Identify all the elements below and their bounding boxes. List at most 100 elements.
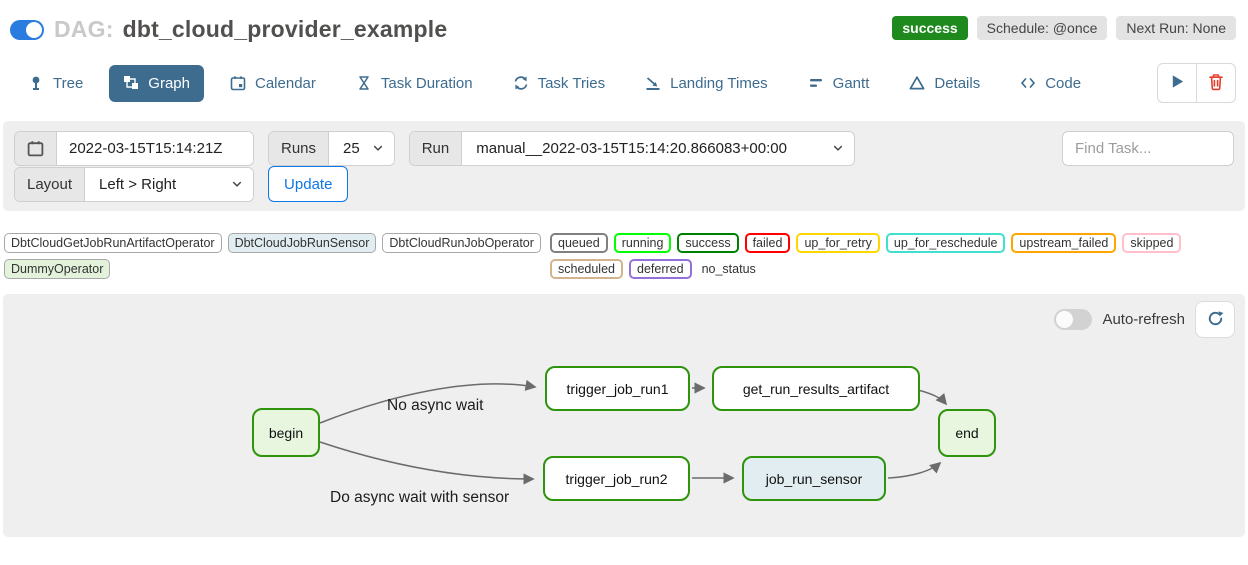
layout-group: Layout Left > Right: [14, 166, 255, 202]
update-button[interactable]: Update: [268, 166, 349, 202]
plane-landing-icon: [645, 75, 661, 91]
runs-selected-value: 25: [343, 139, 360, 157]
play-icon: [1170, 74, 1185, 92]
filter-row-2: Layout Left > Right Update: [14, 166, 1234, 202]
tab-label: Task Duration: [380, 74, 473, 92]
status-legend-item[interactable]: skipped: [1122, 233, 1182, 253]
code-icon: [1020, 75, 1036, 91]
next-run-badge: Next Run: None: [1116, 16, 1236, 40]
task-node-begin[interactable]: begin: [252, 408, 320, 457]
refresh-button[interactable]: [1195, 301, 1235, 338]
tab-task-duration[interactable]: Task Duration: [342, 65, 487, 102]
chevron-down-icon: [372, 142, 384, 154]
tree-icon: [28, 75, 44, 91]
filter-row-1: Runs 25 Run manual__2022-03-15T15:14:20.…: [14, 130, 1234, 166]
tab-gantt[interactable]: Gantt: [794, 65, 884, 102]
layout-select[interactable]: Left > Right: [85, 167, 254, 201]
tab-label: Landing Times: [670, 74, 768, 92]
dag-prefix: DAG:: [54, 16, 114, 42]
base-date-input[interactable]: [57, 131, 253, 165]
calendar-icon: [230, 75, 246, 91]
status-legend-item[interactable]: running: [613, 233, 672, 253]
find-task-input[interactable]: [1062, 130, 1234, 166]
status-legend-item[interactable]: success: [677, 233, 739, 253]
dag-edges: [319, 379, 948, 485]
run-group: Run manual__2022-03-15T15:14:20.866083+0…: [408, 130, 856, 166]
operator-badge: DummyOperator: [4, 259, 111, 279]
edge-label-do-async-wait: Do async wait with sensor: [330, 489, 510, 506]
toggle-knob: [26, 21, 42, 38]
layout-selected-value: Left > Right: [99, 175, 177, 193]
status-legend-item[interactable]: up_for_reschedule: [885, 233, 1006, 253]
tab-landing-times[interactable]: Landing Times: [631, 65, 782, 102]
view-tabs: Tree Graph Calendar Task Duration Task T…: [14, 64, 1095, 102]
task-node-trigger-job-run2[interactable]: trigger_job_run2: [543, 456, 690, 501]
layout-label: Layout: [15, 167, 86, 201]
operator-legend: DbtCloudGetJobRunArtifactOperator DbtClo…: [4, 233, 550, 279]
dag-header: DAG: dbt_cloud_provider_example success …: [0, 0, 1248, 43]
status-legend-item[interactable]: scheduled: [550, 259, 623, 279]
run-select[interactable]: manual__2022-03-15T15:14:20.866083+00:00: [462, 131, 855, 165]
calendar-icon[interactable]: [15, 131, 57, 165]
tab-label: Gantt: [832, 74, 870, 92]
repeat-icon: [513, 75, 529, 91]
view-tabs-bar: Tree Graph Calendar Task Duration Task T…: [0, 43, 1248, 103]
trigger-dag-button[interactable]: [1157, 63, 1197, 103]
tab-task-tries[interactable]: Task Tries: [499, 65, 620, 102]
status-badge[interactable]: success: [892, 16, 968, 40]
chevron-down-icon: [832, 142, 844, 154]
hourglass-icon: [356, 75, 372, 91]
tab-details[interactable]: Details: [895, 65, 994, 102]
tab-label: Calendar: [255, 74, 316, 92]
graph-controls: Auto-refresh: [1054, 301, 1235, 338]
graph-icon: [123, 75, 139, 91]
tab-code[interactable]: Code: [1006, 65, 1095, 102]
chevron-down-icon: [231, 178, 243, 190]
status-legend-item[interactable]: up_for_retry: [796, 233, 880, 253]
runs-select[interactable]: 25: [329, 131, 394, 165]
tab-label: Details: [934, 74, 981, 92]
base-date-group: [14, 130, 254, 166]
dag-action-buttons: [1157, 63, 1236, 103]
tab-graph[interactable]: Graph: [109, 64, 204, 102]
header-badges: success Schedule: @once Next Run: None: [892, 16, 1236, 40]
status-legend: queued running success failed up_for_ret…: [550, 233, 1244, 279]
tab-label: Graph: [148, 74, 190, 92]
delete-dag-button[interactable]: [1196, 63, 1236, 103]
runs-label: Runs: [269, 131, 330, 165]
edge-label-no-async-wait: No async wait: [387, 397, 484, 414]
tab-label: Code: [1045, 74, 1082, 92]
status-legend-item[interactable]: upstream_failed: [1011, 233, 1117, 253]
status-legend-item: no_status: [701, 262, 756, 276]
dag-pause-toggle[interactable]: [10, 19, 44, 40]
status-legend-item[interactable]: deferred: [629, 259, 692, 279]
toggle-knob: [1056, 311, 1074, 328]
page-title: DAG: dbt_cloud_provider_example: [54, 16, 447, 43]
filter-panel: Runs 25 Run manual__2022-03-15T15:14:20.…: [3, 121, 1245, 211]
triangle-icon: [909, 75, 925, 91]
operator-badge: DbtCloudGetJobRunArtifactOperator: [4, 233, 222, 253]
dag-title-group: DAG: dbt_cloud_provider_example: [10, 16, 447, 43]
tab-label: Tree: [53, 74, 84, 92]
auto-refresh-label: Auto-refresh: [1102, 311, 1185, 328]
status-legend-item[interactable]: queued: [550, 233, 608, 253]
tab-calendar[interactable]: Calendar: [216, 65, 330, 102]
auto-refresh-toggle[interactable]: [1054, 309, 1093, 330]
gantt-icon: [808, 75, 824, 91]
tab-label: Task Tries: [537, 74, 606, 92]
dag-name: dbt_cloud_provider_example: [122, 16, 448, 42]
task-node-get-run-results-artifact[interactable]: get_run_results_artifact: [712, 366, 920, 411]
status-legend-item[interactable]: failed: [744, 233, 791, 253]
run-selected-value: manual__2022-03-15T15:14:20.866083+00:00: [476, 139, 787, 157]
task-node-job-run-sensor[interactable]: job_run_sensor: [742, 456, 886, 501]
operator-badge: DbtCloudJobRunSensor: [227, 233, 377, 253]
dag-graph-panel: Auto-refresh begin trigger_job_run1 get_…: [3, 294, 1245, 537]
legend: DbtCloudGetJobRunArtifactOperator DbtClo…: [4, 233, 1244, 279]
task-node-trigger-job-run1[interactable]: trigger_job_run1: [545, 366, 690, 411]
trash-icon: [1208, 73, 1224, 94]
task-node-end[interactable]: end: [938, 409, 996, 457]
tab-tree[interactable]: Tree: [14, 65, 97, 102]
run-label: Run: [409, 131, 463, 165]
refresh-icon: [1207, 310, 1224, 330]
